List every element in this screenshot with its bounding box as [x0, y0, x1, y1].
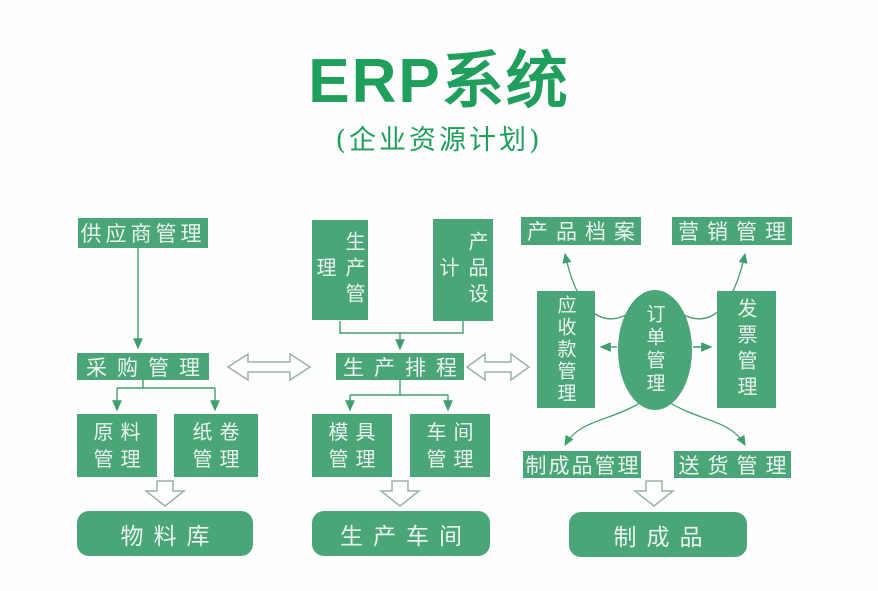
node-workshop-mgmt: 车间 管理 [410, 414, 490, 477]
node-production-mgmt: 生产管理 [312, 220, 368, 320]
node-delivery-mgmt: 送货管理 [674, 451, 791, 478]
node-production-scheduling: 生产排程 [336, 353, 464, 380]
node-product-archive: 产品档案 [521, 217, 641, 245]
node-workshop-line1: 车间 [426, 419, 481, 444]
node-finished-product-mgmt: 制成品管理 [523, 451, 641, 478]
node-invoice-mgmt: 发票管理 [717, 291, 776, 408]
node-raw-material-line1: 原料 [93, 419, 148, 444]
page-subtitle: (企业资源计划) [335, 125, 543, 156]
node-production-workshop: 生产车间 [312, 511, 490, 556]
node-purchasing-mgmt: 采购管理 [77, 353, 209, 380]
node-paper-roll-mgmt: 纸卷 管理 [174, 414, 258, 477]
page-title: ERP系统 [308, 47, 570, 116]
node-product-design: 产品设计 [433, 219, 493, 321]
node-supplier-mgmt: 供应商管理 [78, 218, 208, 248]
node-material-warehouse: 物料库 [77, 511, 253, 556]
node-workshop-line2: 管理 [426, 446, 481, 471]
node-mold-line2: 管理 [328, 446, 383, 471]
node-marketing-mgmt: 营销管理 [672, 217, 792, 245]
node-raw-material-line2: 管理 [93, 446, 148, 471]
node-order-mgmt: 订单管理 [618, 290, 692, 410]
node-finished-products: 制成品 [569, 512, 747, 557]
node-paper-roll-line1: 纸卷 [192, 419, 247, 444]
node-mold-mgmt: 模具 管理 [312, 414, 392, 477]
node-receivables-mgmt: 应收款管理 [537, 291, 595, 408]
node-paper-roll-line2: 管理 [192, 446, 247, 471]
node-raw-material-mgmt: 原料 管理 [77, 414, 157, 477]
node-mold-line1: 模具 [328, 419, 383, 444]
